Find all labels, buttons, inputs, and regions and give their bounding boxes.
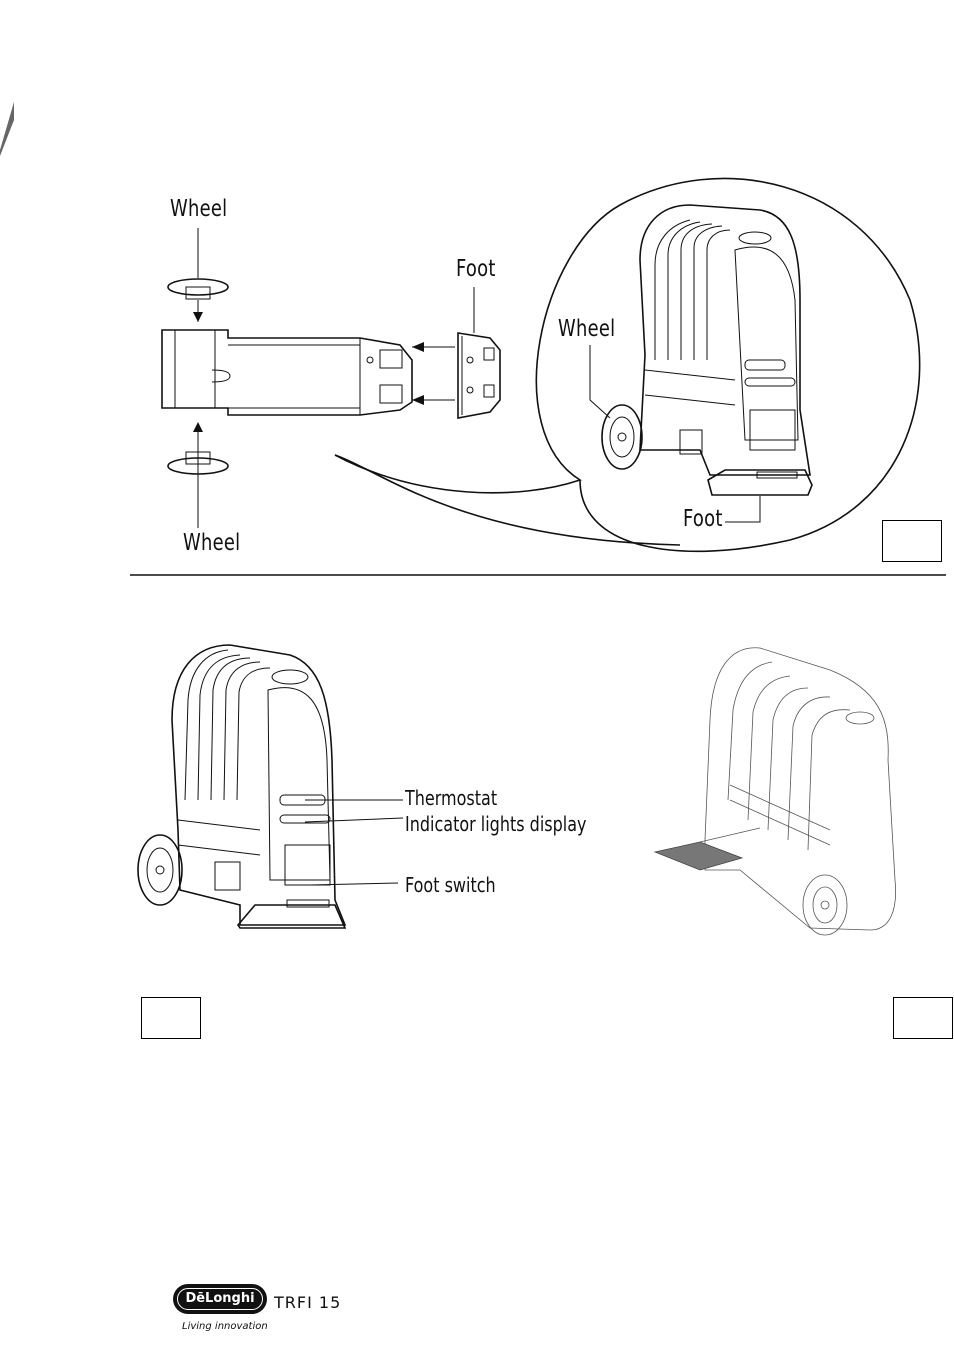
brand-tagline: Living innovation (182, 1321, 268, 1332)
model-number: TRFI 15 (274, 1293, 342, 1312)
wheel-label-circle: Wheel (558, 316, 616, 342)
indicator-lights-label: Indicator lights display (405, 812, 587, 836)
figure-number-box-3 (893, 997, 953, 1039)
figure-number-box-2 (141, 997, 201, 1039)
delonghi-logo: DēLonghi (173, 1284, 267, 1314)
figure-number-box-1 (882, 520, 942, 562)
wheel-label-top: Wheel (170, 196, 228, 222)
assembly-exploded-view (130, 177, 946, 576)
foot-label-circle: Foot (683, 506, 723, 532)
thermostat-label: Thermostat (405, 786, 498, 810)
heater-front-view (137, 644, 404, 929)
foot-switch-label: Foot switch (405, 873, 496, 897)
heater-rear-view-foot-switch (653, 647, 896, 936)
wheel-label-bottom: Wheel (183, 530, 241, 556)
foot-label-top: Foot (456, 256, 496, 282)
page-edge-tab (0, 102, 14, 156)
brand-name: DēLonghi (177, 1288, 263, 1310)
